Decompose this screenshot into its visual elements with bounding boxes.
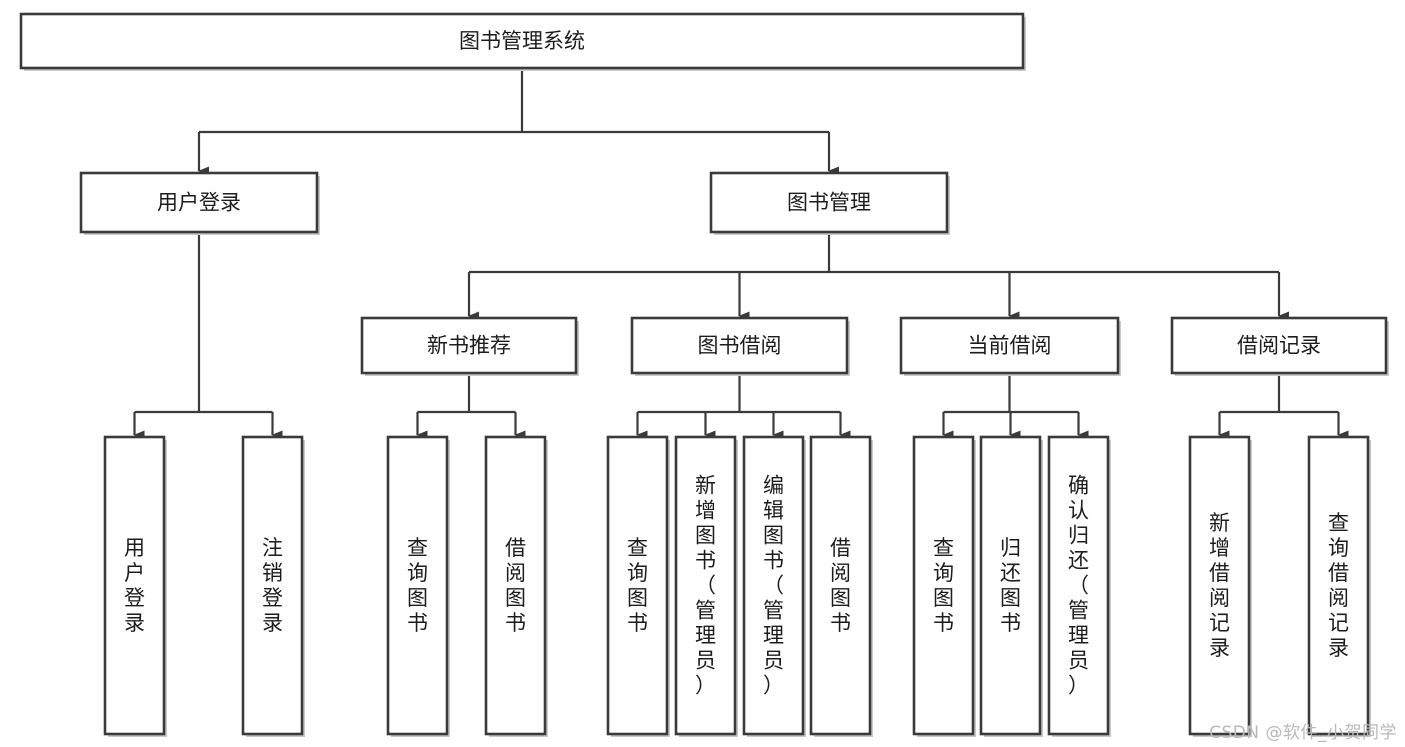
level3-node-0-新书推荐[interactable]: 新书推荐 — [360, 316, 579, 376]
level2-node-1-图书管理[interactable]: 图书管理 — [709, 171, 950, 235]
node-label: 借阅记录 — [1237, 334, 1321, 358]
node-label: 图书管理系统 — [459, 29, 585, 53]
leaf-node-7-借阅图书[interactable]: 借阅图书 — [809, 435, 873, 737]
leaf-node-5-新增图书管理员[interactable]: 新增图书（管理员） — [674, 435, 738, 737]
node-label: 新增借阅记录 — [1209, 511, 1230, 660]
node-label: 确认归还（管理员） — [1068, 474, 1089, 698]
level2-node-0-用户登录[interactable]: 用户登录 — [79, 171, 320, 235]
node-label: 查询图书 — [407, 536, 428, 635]
root-node-0-图书管理系统[interactable]: 图书管理系统 — [19, 12, 1026, 71]
leaf-node-4-查询图书[interactable]: 查询图书 — [606, 435, 670, 737]
node-label: 当前借阅 — [968, 334, 1052, 358]
leaf-node-2-查询图书[interactable]: 查询图书 — [386, 435, 450, 737]
leaf-node-3-借阅图书[interactable]: 借阅图书 — [484, 435, 548, 737]
level3-node-3-借阅记录[interactable]: 借阅记录 — [1170, 316, 1389, 376]
csdn-watermark: CSDN @软件_小贺同学 — [1209, 723, 1397, 743]
node-label: 图书管理 — [787, 191, 871, 215]
node-label: 查询借阅记录 — [1328, 511, 1349, 660]
leaf-node-8-查询图书[interactable]: 查询图书 — [912, 435, 976, 737]
leaf-node-10-确认归还管理员[interactable]: 确认归还（管理员） — [1047, 435, 1111, 737]
node-label: 查询图书 — [627, 536, 648, 635]
level3-node-2-当前借阅[interactable]: 当前借阅 — [899, 316, 1121, 376]
leaf-node-1-注销登录[interactable]: 注销登录 — [241, 435, 305, 737]
edges-layer — [133, 68, 1349, 440]
node-label: 图书借阅 — [698, 334, 782, 358]
node-label: 归还图书 — [1000, 536, 1021, 635]
node-label: 用户登录 — [124, 536, 145, 635]
node-label: 查询图书 — [933, 536, 954, 635]
leaf-node-6-编辑图书管理员[interactable]: 编辑图书（管理员） — [742, 435, 806, 737]
leaf-node-9-归还图书[interactable]: 归还图书 — [979, 435, 1043, 737]
node-label: 新书推荐 — [427, 334, 511, 358]
node-label: 用户登录 — [157, 191, 241, 215]
level3-node-1-图书借阅[interactable]: 图书借阅 — [630, 316, 850, 376]
leaf-node-0-用户登录[interactable]: 用户登录 — [103, 435, 167, 737]
nodes-layer: 图书管理系统用户登录图书管理新书推荐图书借阅当前借阅借阅记录用户登录注销登录查询… — [19, 12, 1389, 737]
node-label: 借阅图书 — [505, 536, 526, 635]
node-label: 新增图书（管理员） — [695, 474, 716, 698]
leaf-node-12-查询借阅记录[interactable]: 查询借阅记录 — [1307, 435, 1371, 737]
node-label: 编辑图书（管理员） — [763, 474, 784, 698]
node-label: 借阅图书 — [830, 536, 851, 635]
leaf-node-11-新增借阅记录[interactable]: 新增借阅记录 — [1188, 435, 1252, 737]
node-label: 注销登录 — [262, 536, 283, 635]
